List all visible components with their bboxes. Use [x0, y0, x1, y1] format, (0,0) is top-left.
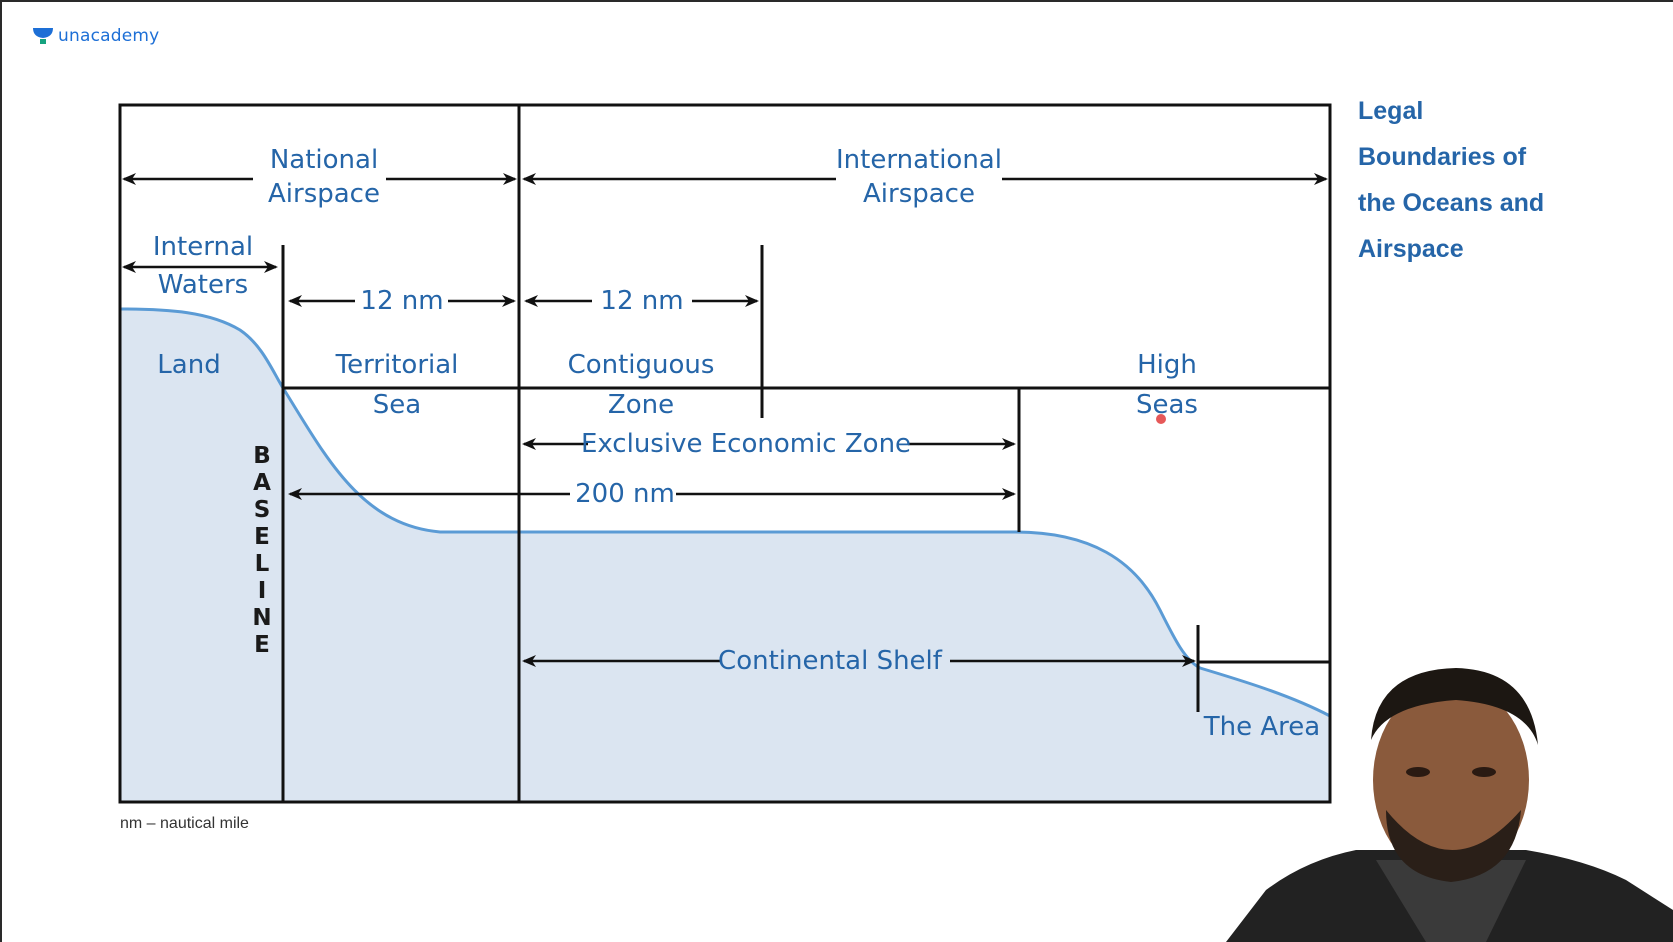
territorial-width-label: 12 nm — [360, 286, 443, 316]
unacademy-logo[interactable]: unacademy — [32, 26, 159, 46]
baseline-letter-l: L — [255, 551, 270, 577]
coastline-curve — [119, 307, 1331, 718]
national-airspace-label-1: National — [270, 145, 378, 175]
baseline-letter-a: A — [253, 470, 271, 496]
internal-waters-label-2: Waters — [158, 270, 248, 300]
international-airspace-label-1: International — [836, 145, 1002, 175]
baseline-letter-e1: E — [254, 524, 270, 550]
logo-text: unacademy — [58, 26, 160, 46]
presenter-illustration — [1226, 668, 1673, 942]
land-label: Land — [157, 350, 220, 380]
presenter-webcam — [1226, 660, 1673, 942]
high-seas-label-2: Seas — [1136, 390, 1198, 420]
diagram-frame — [118, 103, 1332, 804]
baseline-letter-n: N — [252, 605, 271, 631]
contiguous-width-label: 12 nm — [600, 286, 683, 316]
internal-waters-label-1: Internal — [153, 232, 253, 262]
the-area-label: The Area — [1203, 712, 1320, 742]
side-title-line-3: the Oceans and — [1358, 189, 1545, 217]
territorial-sea-label-1: Territorial — [335, 350, 459, 380]
side-title: Legal Boundaries of the Oceans and Airsp… — [1358, 88, 1588, 272]
international-airspace-label-2: Airspace — [863, 179, 975, 209]
frame-border-left — [0, 0, 2, 942]
side-title-line-4: Airspace — [1358, 235, 1464, 263]
contiguous-zone-label-1: Contiguous — [568, 350, 715, 380]
baseline-letter-s: S — [254, 497, 271, 523]
side-title-line-2: Boundaries of — [1358, 143, 1527, 171]
side-title-line-1: Legal — [1358, 97, 1424, 125]
baseline-letter-b: B — [253, 443, 271, 469]
unacademy-logo-icon — [33, 28, 53, 44]
eez-width-label: 200 nm — [575, 479, 675, 509]
contiguous-zone-label-2: Zone — [608, 390, 674, 420]
footnote: nm – nautical mile — [120, 815, 249, 832]
frame-border-top — [0, 0, 1673, 2]
laser-pointer-dot — [1156, 414, 1166, 424]
territorial-sea-label-2: Sea — [373, 390, 421, 420]
baseline-letter-i: I — [258, 578, 267, 604]
baseline-letter-e2: E — [254, 632, 270, 658]
high-seas-label-1: High — [1137, 350, 1197, 380]
continental-shelf-label: Continental Shelf — [718, 646, 943, 676]
eez-label: Exclusive Economic Zone — [581, 429, 911, 459]
seabed-fill — [120, 309, 1330, 802]
national-airspace-label-2: Airspace — [268, 179, 380, 209]
